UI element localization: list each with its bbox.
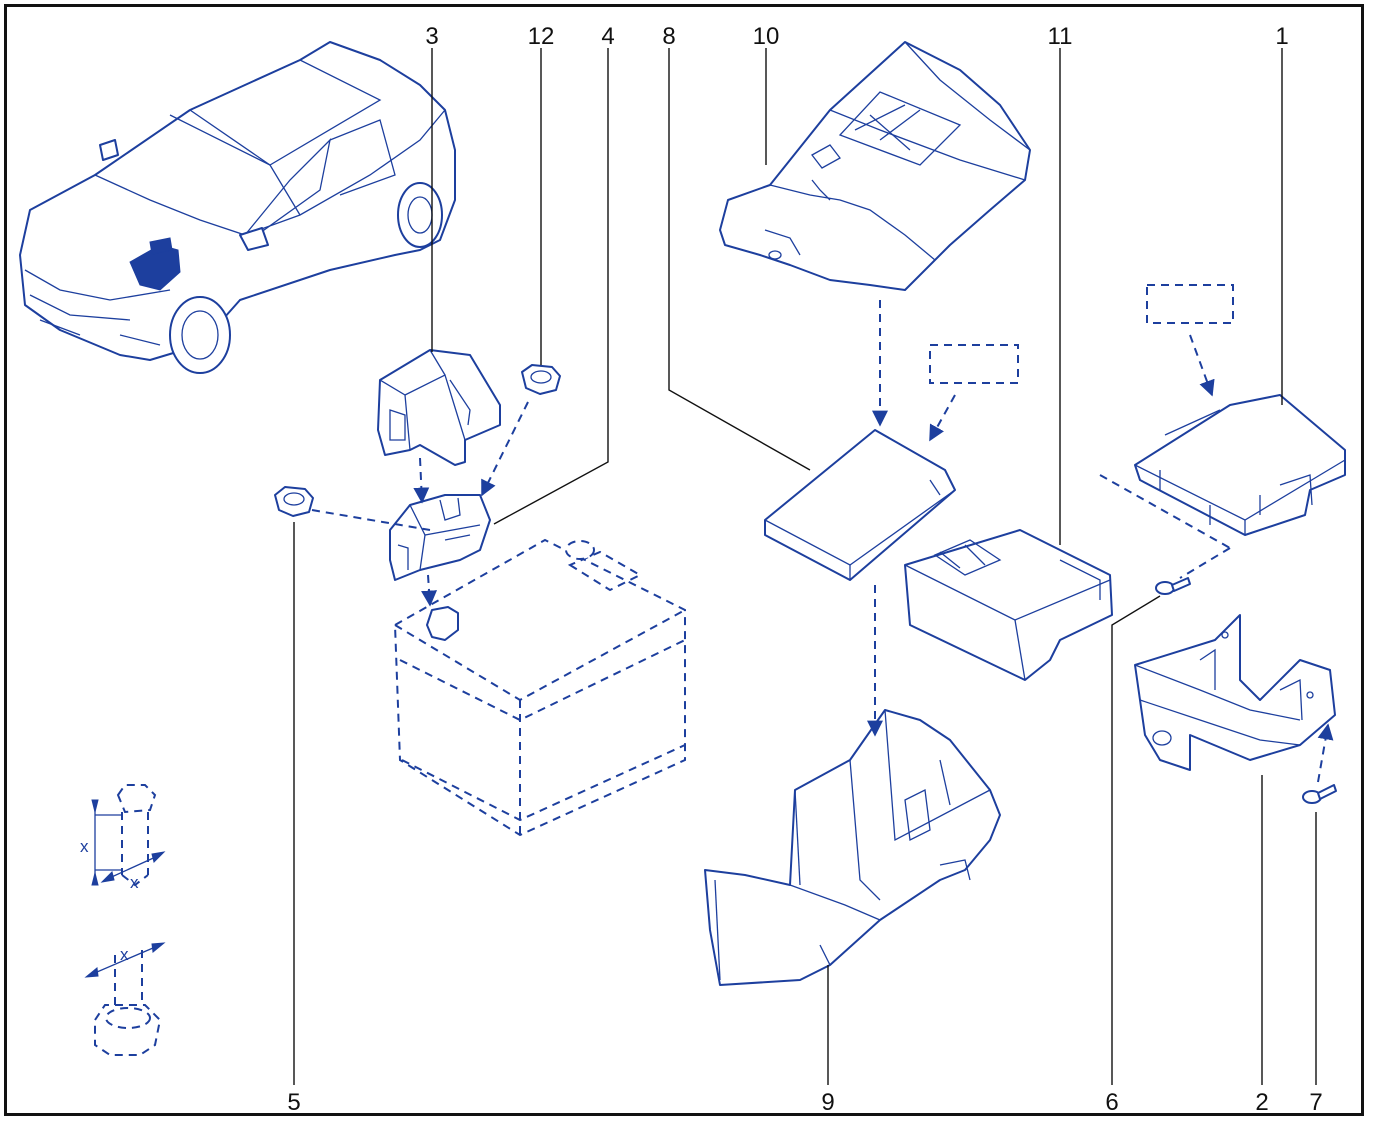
part-4-terminal-block <box>389 494 491 581</box>
part-1-control-unit <box>1134 394 1346 536</box>
callout-2: 2 <box>1255 1089 1268 1116</box>
diagram-frame <box>4 4 1364 1116</box>
torque-dimension-label: x <box>80 837 89 856</box>
callout-3: 3 <box>425 23 438 50</box>
callout-7: 7 <box>1309 1089 1322 1116</box>
part-7-screw <box>1302 784 1337 804</box>
vehicle-locator-illustration <box>19 41 456 374</box>
part-8-fuse-box <box>764 429 956 581</box>
part-2-bracket <box>1134 614 1336 771</box>
part-9-battery-tray <box>704 709 1001 986</box>
callout-9: 9 <box>821 1089 834 1116</box>
callout-12: 12 <box>528 23 555 50</box>
callout-1: 1 <box>1275 23 1288 50</box>
callout-5: 5 <box>287 1089 300 1116</box>
torque-dimension-label: x <box>120 945 129 964</box>
part-5-nut <box>274 486 314 517</box>
callout-11: 11 <box>1048 23 1073 50</box>
torque-symbol-nut: x <box>84 942 166 1056</box>
part-3-terminal-cover <box>377 349 501 466</box>
callout-6: 6 <box>1105 1089 1118 1116</box>
part-6-screw <box>1155 577 1191 595</box>
reference-box-control-unit <box>1146 284 1234 324</box>
reference-box-fuse-box <box>929 344 1019 384</box>
torque-dimension-label: x <box>130 873 139 892</box>
part-10-upper-cover <box>719 41 1031 291</box>
callout-4: 4 <box>601 23 614 50</box>
leader-lines <box>293 48 1317 1085</box>
callout-8: 8 <box>662 23 675 50</box>
torque-symbol-bolt: x x <box>80 784 166 892</box>
callout-10: 10 <box>753 23 780 50</box>
assembly-arrows <box>311 300 1334 783</box>
part-11-module <box>904 529 1113 681</box>
part-12-nut <box>521 364 561 395</box>
battery-outline <box>393 538 686 837</box>
